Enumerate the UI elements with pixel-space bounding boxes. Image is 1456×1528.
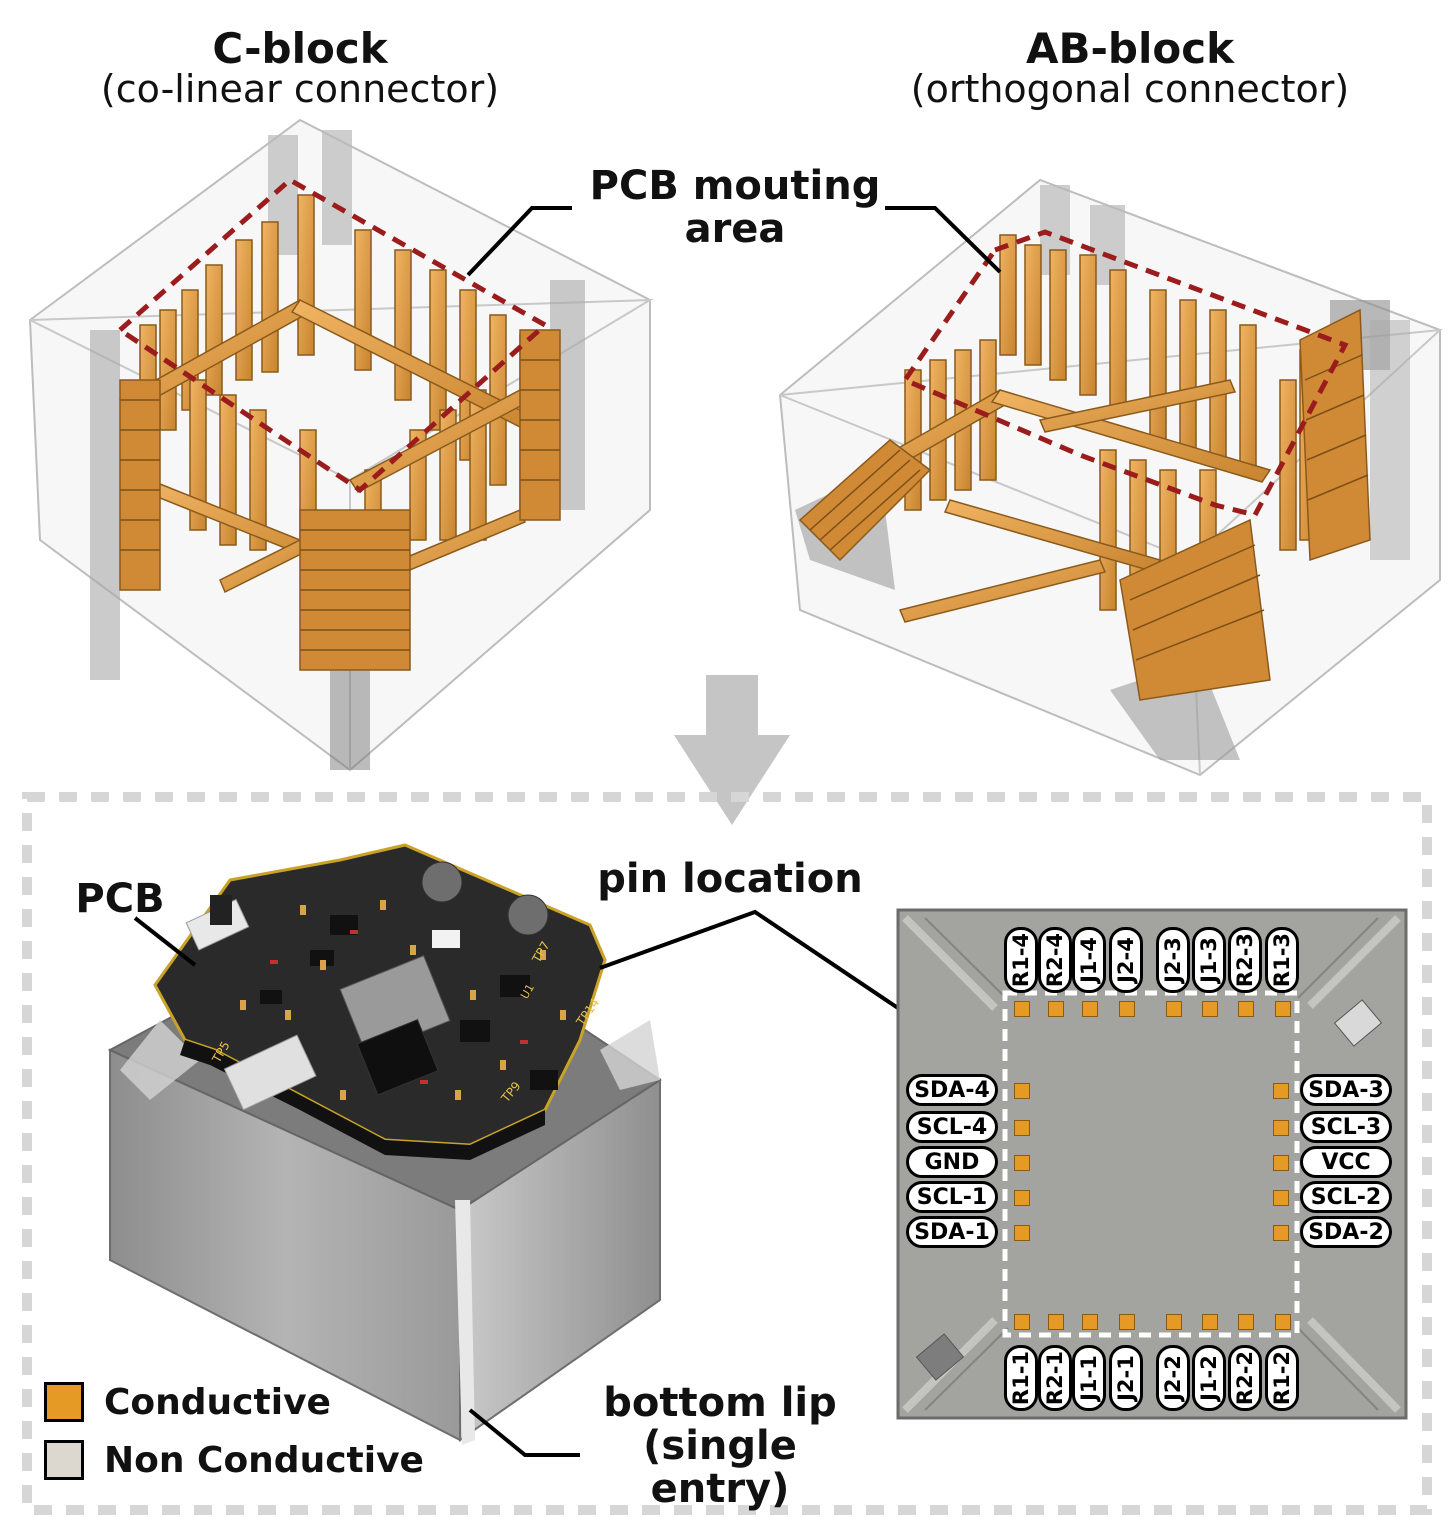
ab-block-title: AB-block: [1025, 24, 1235, 73]
pin-pad-left: [1014, 1225, 1030, 1241]
pin-pad-right: [1273, 1225, 1289, 1241]
pcb-mounting-area-label: PCB mouting area: [570, 163, 900, 253]
pin-label-right: SCL-2: [1300, 1181, 1392, 1213]
pin-pad-right: [1273, 1155, 1289, 1171]
ab-block-illustration: [778, 178, 1443, 777]
pin-label-left: SDA-1: [906, 1216, 998, 1248]
legend-conductive-swatch: [44, 1382, 84, 1422]
pin-pad-bottom: [1238, 1314, 1254, 1330]
pin-label-right: SCL-3: [1300, 1111, 1392, 1143]
pin-label-bottom: J1-2: [1192, 1345, 1226, 1411]
pin-label-right: SDA-3: [1300, 1074, 1392, 1106]
pin-pad-top: [1048, 1001, 1064, 1017]
pcb-label: PCB: [75, 876, 165, 922]
pin-label-left: SCL-4: [906, 1111, 998, 1143]
pcb-callout-line: [133, 916, 197, 967]
pin-label-top: J1-3: [1192, 927, 1226, 993]
pin-label-top: J2-3: [1156, 927, 1190, 993]
pin-label-left: GND: [906, 1146, 998, 1178]
bottom-lip-callout-line: [468, 1408, 580, 1457]
pin-pad-bottom: [1275, 1314, 1291, 1330]
c-block-illustration: [28, 118, 654, 772]
pcb-assembly-illustration: [107, 843, 662, 1445]
bottom-lip-line2: (single entry): [643, 1423, 797, 1513]
pin-label-left: SCL-1: [906, 1181, 998, 1213]
down-arrow-icon: [674, 675, 790, 825]
pin-pad-left: [1014, 1083, 1030, 1099]
pcb-mounting-area-line1: PCB mouting: [589, 163, 881, 209]
pin-pad-left: [1014, 1120, 1030, 1136]
pin-label-bottom: R2-1: [1038, 1345, 1072, 1411]
pin-label-bottom: J2-2: [1156, 1345, 1190, 1411]
pin-pad-right: [1273, 1083, 1289, 1099]
pin-pad-bottom: [1166, 1314, 1182, 1330]
pin-pad-right: [1273, 1120, 1289, 1136]
c-block-title: C-block: [212, 24, 388, 73]
pcb-mounting-area-line2: area: [684, 206, 786, 253]
pcb-area-callout-line-right: [885, 206, 1002, 274]
pin-label-bottom: J1-1: [1072, 1345, 1106, 1411]
pin-pad-top: [1082, 1001, 1098, 1017]
pin-pad-right: [1273, 1190, 1289, 1206]
pin-pad-bottom: [1119, 1314, 1135, 1330]
pin-label-left: SDA-4: [906, 1074, 998, 1106]
bottom-lip-line1: bottom lip: [603, 1380, 837, 1426]
pin-label-right: SDA-2: [1300, 1216, 1392, 1248]
ab-block-subtitle: (orthogonal connector): [910, 67, 1350, 111]
pin-label-top: R1-4: [1004, 927, 1038, 993]
pin-pad-top: [1166, 1001, 1182, 1017]
bottom-lip-label: bottom lip (single entry): [570, 1380, 870, 1513]
pcb-area-callout-line-left: [466, 206, 572, 277]
pin-label-top: R1-3: [1265, 927, 1299, 993]
legend-non-conductive-swatch: [44, 1440, 84, 1480]
pin-label-bottom: R2-2: [1228, 1345, 1262, 1411]
pin-pad-top: [1119, 1001, 1135, 1017]
pin-pad-bottom: [1202, 1314, 1218, 1330]
legend-non-conductive-label: Non Conductive: [104, 1440, 424, 1481]
c-block-subtitle: (co-linear connector): [100, 67, 500, 111]
pin-label-top: J1-4: [1072, 927, 1106, 993]
pin-label-top: R2-3: [1228, 927, 1262, 993]
pin-label-top: R2-4: [1038, 927, 1072, 993]
pin-pad-top: [1014, 1001, 1030, 1017]
pin-pad-top: [1238, 1001, 1254, 1017]
pin-label-bottom: R1-2: [1265, 1345, 1299, 1411]
pin-location-label: pin location: [597, 856, 863, 902]
legend-conductive-label: Conductive: [104, 1382, 331, 1423]
pin-label-right: VCC: [1300, 1146, 1392, 1178]
pin-pad-left: [1014, 1155, 1030, 1171]
pin-label-bottom: J2-1: [1109, 1345, 1143, 1411]
pin-pad-top: [1275, 1001, 1291, 1017]
pin-pad-left: [1014, 1190, 1030, 1206]
pin-pad-top: [1202, 1001, 1218, 1017]
pin-pad-bottom: [1082, 1314, 1098, 1330]
pin-label-top: J2-4: [1109, 927, 1143, 993]
pin-pad-bottom: [1048, 1314, 1064, 1330]
pin-label-bottom: R1-1: [1004, 1345, 1038, 1411]
pin-pad-bottom: [1014, 1314, 1030, 1330]
